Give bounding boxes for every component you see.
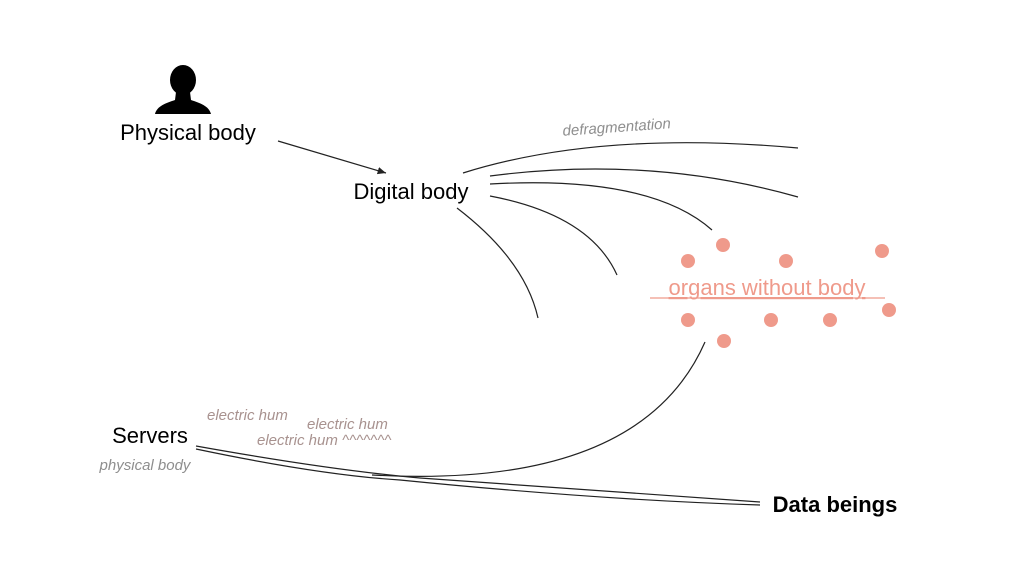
arrow-physical-to-digital [277,140,387,175]
physical-body-label: Physical body [120,120,256,145]
organ-dots [681,238,896,348]
person-silhouette-icon [155,65,211,114]
data-beings-label: Data beings [773,492,898,517]
defragmentation-annotation: defragmentation [562,115,671,140]
servers-label: Servers [112,423,188,448]
organ-dot [681,313,695,327]
organ-dot [716,238,730,252]
electric-hum-1: electric hum [207,407,288,424]
organ-dot [717,334,731,348]
organ-dot [779,254,793,268]
organs-without-body-label: organs without body [669,275,866,300]
organ-dot [764,313,778,327]
servers-physical-body-annotation: physical body [99,457,192,474]
servers-line-1 [195,445,761,503]
electric-hum-2: electric hum [307,416,388,433]
organ-dot [882,303,896,317]
curve-2 [489,168,799,198]
digital-body-label: Digital body [354,179,469,204]
servers-line-2 [195,448,761,506]
digital-body-curves [371,142,799,477]
organ-dot [681,254,695,268]
electric-hum-3: electric hum ^^^^^^^ [257,432,392,449]
curve-3 [489,182,713,231]
organ-dot [875,244,889,258]
curve-4 [489,195,618,276]
curve-organs-to-servers [371,341,706,477]
curve-5 [456,207,539,319]
organ-dot [823,313,837,327]
curve-1 [462,142,799,174]
